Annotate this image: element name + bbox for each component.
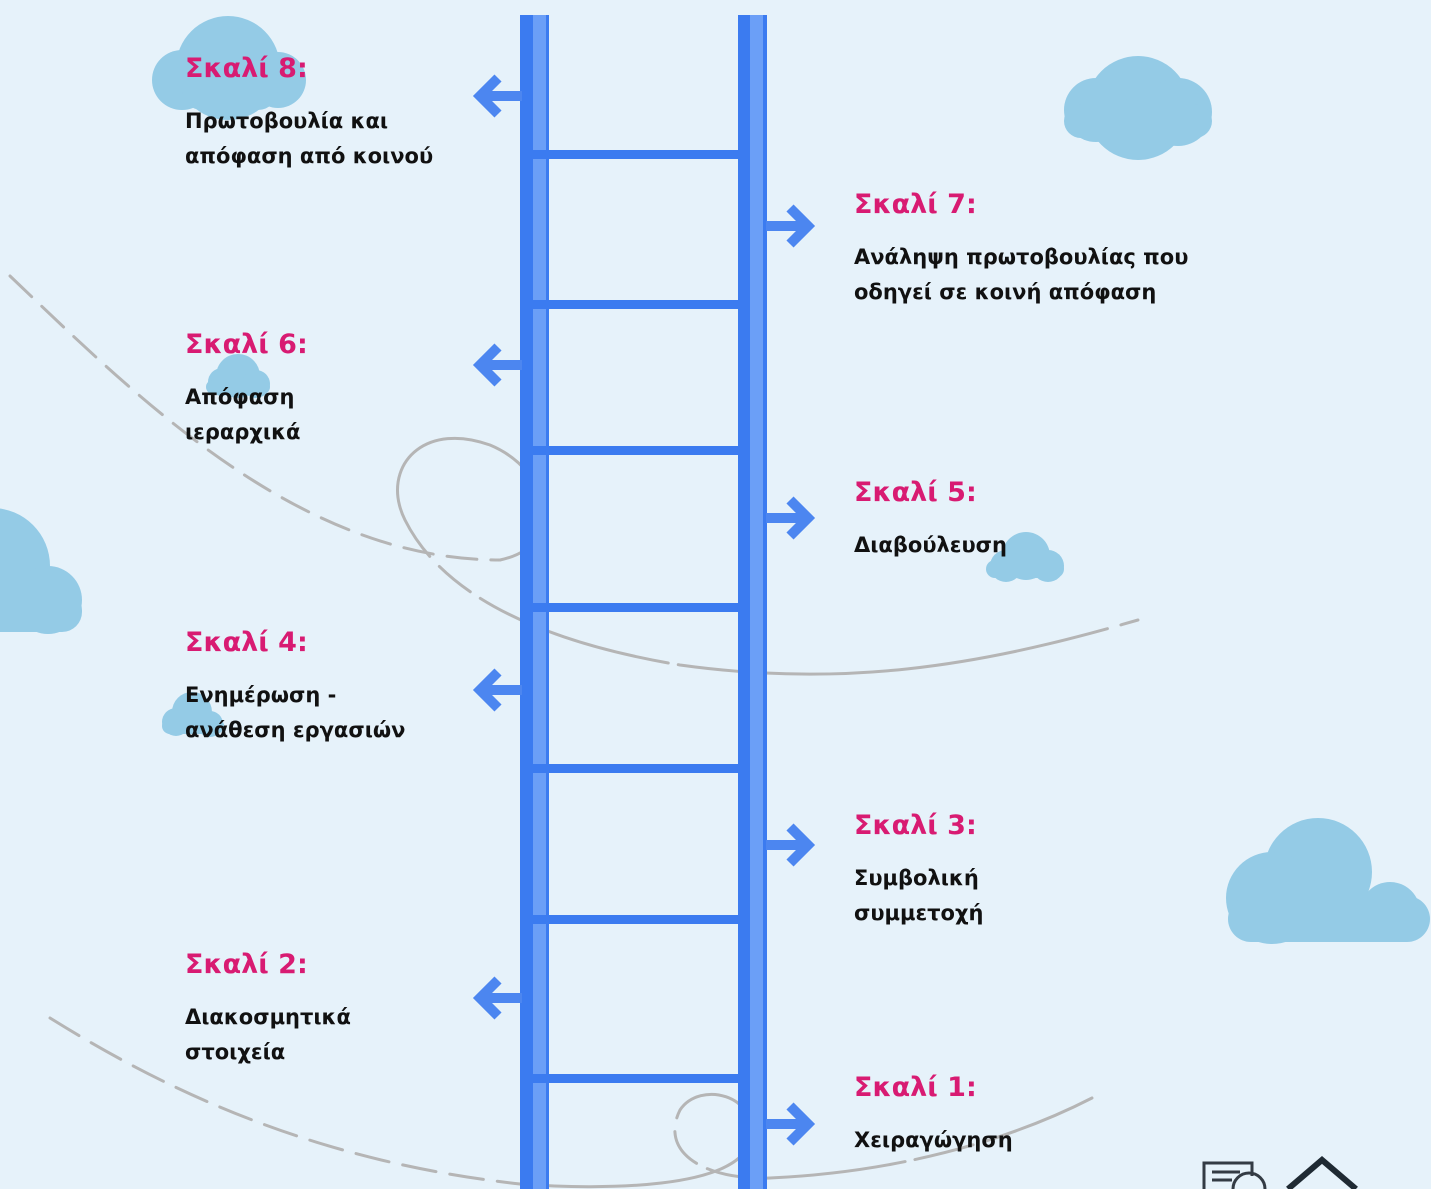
- step-description: Ενημέρωση - ανάθεση εργασιών: [185, 678, 405, 748]
- step-description-line: οδηγεί σε κοινή απόφαση: [854, 280, 1157, 304]
- step-title: Σκαλί 1:: [854, 1072, 977, 1103]
- cloud-icon: [206, 354, 270, 398]
- step-description-line: Διαβούλευση: [854, 533, 1007, 557]
- step-description-line: Διακοσμητικά: [185, 1005, 351, 1029]
- arrow-left-icon: [472, 668, 522, 712]
- cloud-icon: [0, 508, 82, 634]
- arrow-right-icon: [766, 823, 816, 867]
- step-6: Σκαλί 6: Απόφαση ιεραρχικά: [185, 328, 308, 450]
- step-4: Σκαλί 4: Ενημέρωση - ανάθεση εργασιών: [185, 626, 405, 748]
- step-2: Σκαλί 2: Διακοσμητικά στοιχεία: [185, 948, 351, 1070]
- step-title: Σκαλί 7:: [854, 189, 977, 220]
- document-search-icon: [1202, 1161, 1267, 1189]
- cloud-icon: [1064, 56, 1212, 160]
- step-description-line: συμμετοχή: [854, 901, 984, 925]
- arrow-left-icon: [472, 74, 522, 118]
- step-description: Πρωτοβουλία και απόφαση από κοινού: [185, 104, 433, 174]
- step-title: Σκαλί 4:: [185, 627, 308, 658]
- step-title: Σκαλί 5:: [854, 477, 977, 508]
- step-7: Σκαλί 7: Ανάληψη πρωτοβουλίας που οδηγεί…: [854, 188, 1188, 310]
- cloud-icon: [986, 532, 1064, 582]
- step-description-line: στοιχεία: [185, 1040, 286, 1064]
- step-description-line: Ενημέρωση -: [185, 683, 337, 707]
- step-title: Σκαλί 3:: [854, 810, 977, 841]
- step-description-line: ιεραρχικά: [185, 420, 301, 444]
- step-3: Σκαλί 3: Συμβολική συμμετοχή: [854, 809, 983, 931]
- step-description: Διαβούλευση: [854, 528, 1007, 563]
- step-description-line: Ανάληψη πρωτοβουλίας που: [854, 245, 1189, 269]
- step-description-line: απόφαση από κοινού: [185, 144, 434, 168]
- step-title: Σκαλί 6:: [185, 329, 308, 360]
- step-title: Σκαλί 2:: [185, 949, 308, 980]
- step-title: Σκαλί 8:: [185, 53, 308, 84]
- step-8: Σκαλί 8: Πρωτοβουλία και απόφαση από κοι…: [185, 52, 433, 174]
- cloud-icon: [152, 16, 306, 120]
- step-description-line: ανάθεση εργασιών: [185, 718, 406, 742]
- step-description: Απόφαση ιεραρχικά: [185, 380, 308, 450]
- ladder-rung: [524, 150, 740, 1083]
- step-1: Σκαλί 1: Χειραγώγηση: [854, 1071, 1013, 1158]
- step-description: Χειραγώγηση: [854, 1123, 1013, 1158]
- arrow-right-icon: [766, 204, 816, 248]
- triangle-logo-icon: [1286, 1156, 1358, 1189]
- step-description-line: Απόφαση: [185, 385, 295, 409]
- step-description-line: Συμβολική: [854, 866, 979, 890]
- step-description-line: Πρωτοβουλία και: [185, 109, 389, 133]
- arrow-right-icon: [766, 1102, 816, 1146]
- arrow-right-icon: [766, 496, 816, 540]
- step-description: Συμβολική συμμετοχή: [854, 861, 983, 931]
- cloud-icon: [1226, 818, 1430, 944]
- arrow-left-icon: [472, 343, 522, 387]
- step-description: Ανάληψη πρωτοβουλίας που οδηγεί σε κοινή…: [854, 240, 1188, 310]
- step-5: Σκαλί 5: Διαβούλευση: [854, 476, 1007, 563]
- cloud-icon: [162, 692, 224, 737]
- step-description-line: Χειραγώγηση: [854, 1128, 1013, 1152]
- ladder: [520, 15, 767, 1189]
- step-description: Διακοσμητικά στοιχεία: [185, 1000, 351, 1070]
- arrow-left-icon: [472, 976, 522, 1020]
